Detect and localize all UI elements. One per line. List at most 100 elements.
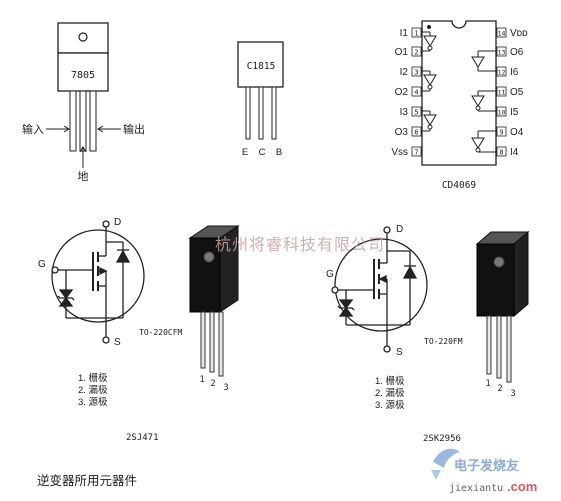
left-package-label: TO-220CFM bbox=[139, 328, 183, 337]
mounting-hole bbox=[78, 32, 88, 42]
pin-name-o6: O6 bbox=[510, 47, 524, 58]
pin-name-i5: I5 bbox=[510, 107, 519, 118]
right-pins: 14 13 12 11 10 9 8 Vᴅᴅ O6 I6 O5 I5 O4 I4 bbox=[496, 27, 528, 158]
right-package-label: TO-220FM bbox=[424, 337, 463, 346]
inverter-gates-left bbox=[421, 31, 437, 132]
svg-text:13: 13 bbox=[498, 49, 506, 57]
site-logo: 电子发烧友 jiexiantu .com bbox=[431, 448, 537, 494]
transistor-lead-e bbox=[245, 86, 251, 140]
watermark-company: 杭州将睿科技有限公司 bbox=[215, 236, 385, 254]
logo-domain-text: .com bbox=[507, 479, 537, 494]
label-output: 输出 bbox=[123, 122, 145, 136]
ic-cd4069: 1 2 3 4 5 6 7 I1 O1 I2 O2 I3 O3 Vss 14 1… bbox=[391, 20, 528, 191]
right-legend-3: 3. 源极 bbox=[375, 399, 405, 411]
logo-main-text: 电子发烧友 bbox=[454, 458, 519, 473]
lead-3 bbox=[218, 311, 224, 377]
pin-name-o1: O1 bbox=[395, 47, 409, 58]
svg-text:2: 2 bbox=[497, 384, 502, 394]
lead-1 bbox=[486, 315, 492, 375]
mosfet-symbol-left bbox=[51, 220, 145, 344]
regulator-lead-input bbox=[69, 90, 77, 152]
transistor-part-label: C1815 bbox=[247, 61, 276, 72]
package-to220-left: 1 2 3 bbox=[188, 225, 240, 393]
symbol-circle bbox=[334, 238, 428, 332]
right-legend-2: 2. 漏极 bbox=[375, 387, 405, 399]
pin-name-o5: O5 bbox=[510, 87, 524, 98]
pin-name-o3: O3 bbox=[395, 127, 409, 138]
svg-text:11: 11 bbox=[498, 89, 506, 97]
lead-1 bbox=[200, 311, 206, 369]
logo-sub-text: jiexiantu bbox=[449, 483, 503, 494]
svg-text:2: 2 bbox=[414, 49, 418, 57]
svg-text:10: 10 bbox=[498, 109, 506, 117]
package-to220-right: 1 2 3 bbox=[475, 230, 530, 399]
inverter-gates-right bbox=[471, 50, 497, 153]
left-legend-3: 3. 源极 bbox=[78, 396, 108, 408]
svg-text:5: 5 bbox=[414, 109, 418, 117]
pin-name-o2: O2 bbox=[395, 87, 409, 98]
left-pin-g: G bbox=[38, 259, 46, 270]
pin-name-vss: Vss bbox=[391, 147, 408, 158]
svg-text:7: 7 bbox=[414, 149, 418, 157]
pin-name-i1: I1 bbox=[400, 28, 409, 39]
svg-text:14: 14 bbox=[498, 30, 506, 38]
right-part-number: 2SK2956 bbox=[423, 434, 461, 444]
transistor-lead-b bbox=[271, 86, 277, 140]
ic-outline bbox=[421, 20, 497, 166]
lead-3 bbox=[506, 315, 512, 383]
svg-text:3: 3 bbox=[223, 383, 228, 393]
ic-name-label: CD4069 bbox=[442, 180, 477, 191]
symbol-circle bbox=[51, 229, 145, 323]
lead-2 bbox=[209, 311, 215, 373]
left-legend-2: 2. 漏极 bbox=[78, 384, 108, 396]
package-body bbox=[476, 243, 515, 317]
svg-text:4: 4 bbox=[414, 89, 418, 97]
transistor-body bbox=[237, 41, 284, 88]
pin-name-vdd: Vᴅᴅ bbox=[510, 28, 528, 39]
svg-text:3: 3 bbox=[414, 69, 418, 77]
caption: 逆变器所用元器件 bbox=[37, 473, 137, 488]
svg-text:12: 12 bbox=[498, 69, 506, 77]
svg-text:6: 6 bbox=[414, 129, 418, 137]
inverter-3 bbox=[423, 114, 437, 126]
lead-2 bbox=[496, 315, 502, 379]
inverter-1 bbox=[423, 35, 437, 47]
left-legend-1: 1. 栅极 bbox=[78, 372, 108, 384]
inverter-2 bbox=[423, 74, 437, 86]
pin-name-i6: I6 bbox=[510, 67, 519, 78]
svg-text:3: 3 bbox=[510, 389, 515, 399]
label-ground: 地 bbox=[78, 170, 89, 183]
svg-text:9: 9 bbox=[499, 129, 503, 137]
left-part-number: 2SJ471 bbox=[126, 433, 159, 443]
svg-text:2: 2 bbox=[210, 379, 215, 389]
svg-text:1: 1 bbox=[199, 375, 204, 385]
svg-text:1: 1 bbox=[485, 379, 490, 389]
pin-label-b: B bbox=[276, 147, 282, 158]
label-input: 输入 bbox=[22, 122, 44, 136]
regulator-lead-output bbox=[89, 90, 97, 152]
regulator-lead-ground bbox=[79, 90, 87, 152]
regulator-body bbox=[57, 52, 109, 92]
right-pin-s: S bbox=[396, 347, 403, 358]
left-pin-s: S bbox=[114, 337, 121, 348]
regulator-7805: 7805 输入 输出 地 bbox=[22, 22, 145, 183]
regulator-part-label: 7805 bbox=[71, 70, 95, 81]
pin-label-e: E bbox=[242, 147, 248, 158]
mosfet-symbol-right bbox=[331, 226, 428, 353]
pin-name-i4: I4 bbox=[510, 147, 519, 158]
left-pin-d: D bbox=[114, 217, 121, 228]
right-pin-g: G bbox=[326, 269, 334, 280]
transistor-lead-c bbox=[258, 86, 264, 140]
pin-name-i3: I3 bbox=[400, 107, 409, 118]
transistor-c1815: C1815 E C B bbox=[237, 41, 284, 158]
right-pin-d: D bbox=[396, 224, 403, 235]
pin-name-i2: I2 bbox=[400, 67, 409, 78]
right-legend-1: 1. 栅极 bbox=[375, 375, 405, 387]
pin-name-o4: O4 bbox=[510, 127, 524, 138]
pin1-dot bbox=[427, 25, 431, 29]
pin-label-c: C bbox=[259, 147, 266, 158]
left-pins: 1 2 3 4 5 6 7 I1 O1 I2 O2 I3 O3 Vss bbox=[391, 27, 422, 158]
svg-text:8: 8 bbox=[499, 149, 503, 157]
